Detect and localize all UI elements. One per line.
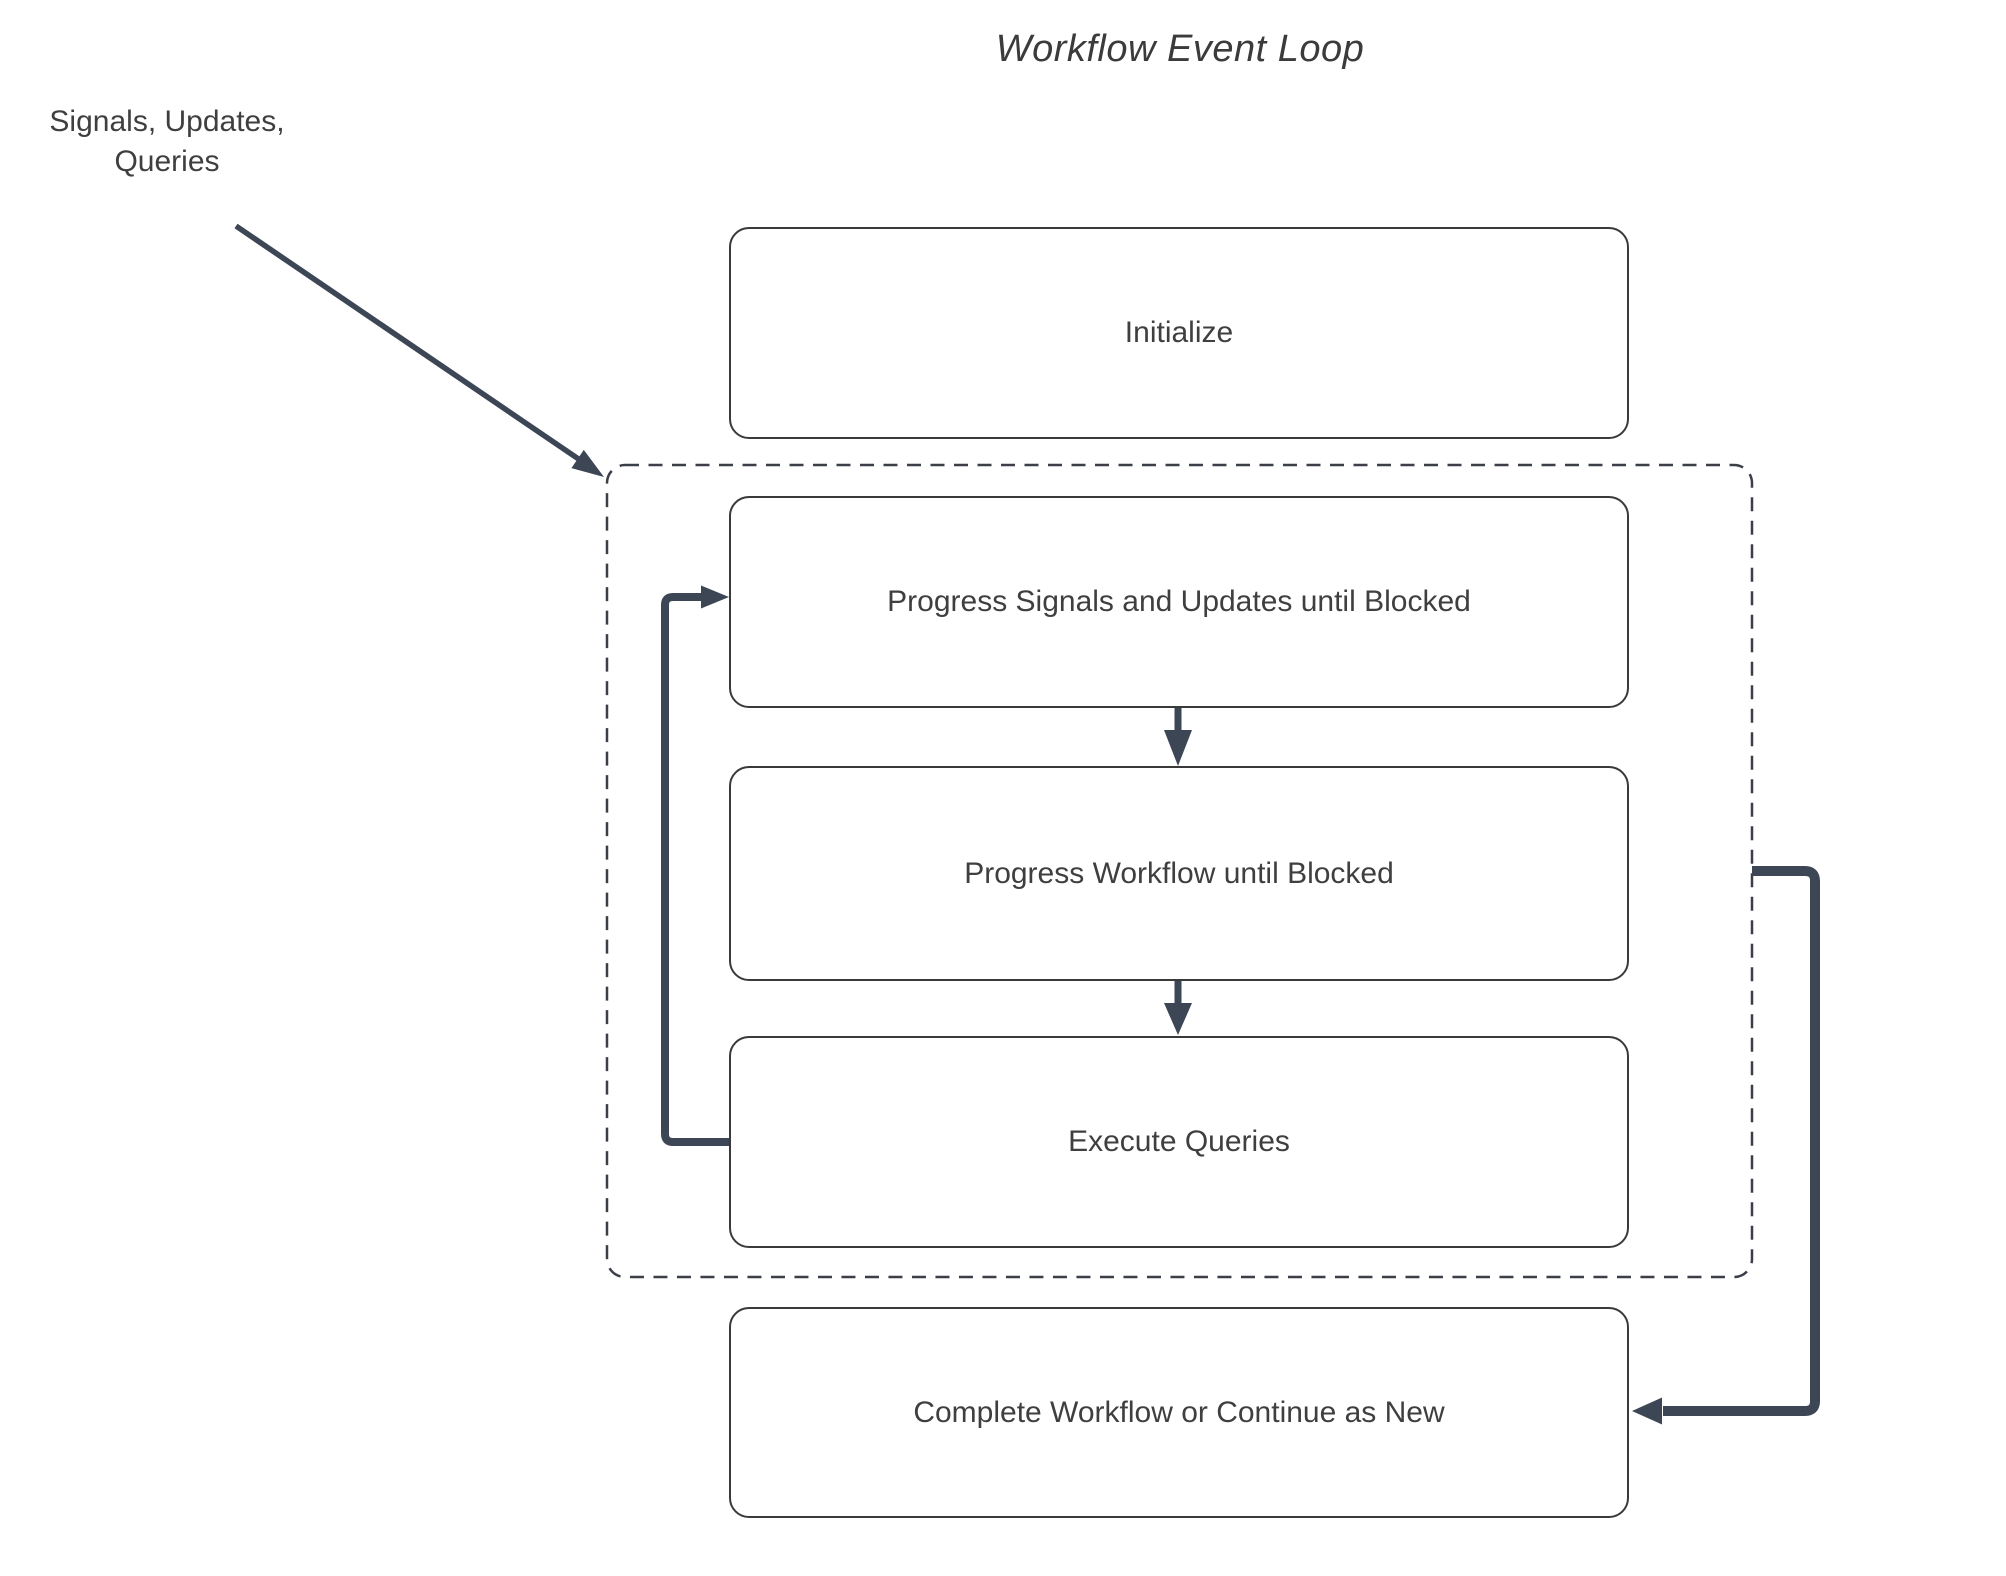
node-progress-workflow: Progress Workflow until Blocked (729, 766, 1629, 981)
node-progress-signals-label: Progress Signals and Updates until Block… (887, 585, 1471, 618)
node-initialize-label: Initialize (1124, 316, 1234, 349)
left-arrowhead-icon (1632, 1397, 1662, 1425)
input-sources-label-line2: Queries (114, 145, 220, 178)
input-arrowhead-icon (571, 449, 604, 477)
down-arrowhead-icon (1164, 730, 1192, 766)
node-execute-queries: Execute Queries (729, 1036, 1629, 1248)
arrow-signals-to-workflow (1164, 706, 1192, 766)
node-complete-workflow-label: Complete Workflow or Continue as New (913, 1395, 1445, 1429)
input-sources-label: Signals, Updates, Queries (28, 102, 306, 182)
event-loop-dashed-container (605, 463, 1754, 1279)
loop-back-arrow (661, 585, 729, 1146)
right-arrowhead-icon (701, 585, 729, 609)
node-complete-workflow: Complete Workflow or Continue as New (729, 1307, 1629, 1518)
arrow-workflow-to-queries (1164, 979, 1192, 1035)
continue-arrow (1632, 866, 1820, 1425)
node-execute-queries-label: Execute Queries (1068, 1125, 1290, 1158)
input-arrow (234, 223, 604, 477)
down-arrowhead-icon (1164, 1003, 1192, 1035)
node-progress-workflow-label: Progress Workflow until Blocked (964, 856, 1394, 890)
node-progress-signals: Progress Signals and Updates until Block… (729, 496, 1629, 708)
page-title: Workflow Event Loop (995, 28, 1365, 70)
node-initialize: Initialize (729, 227, 1629, 439)
input-sources-label-line1: Signals, Updates, (49, 105, 285, 138)
